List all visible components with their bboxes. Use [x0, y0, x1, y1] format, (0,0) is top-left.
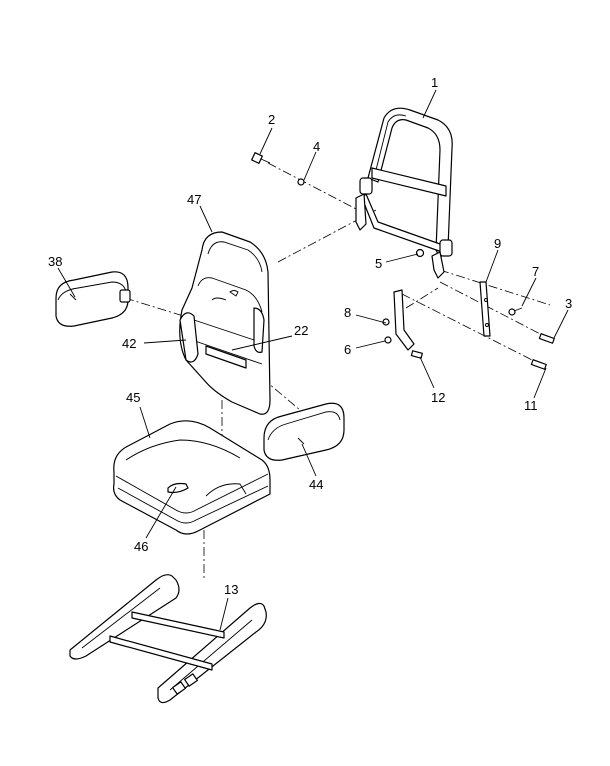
bolt-part-11 [530, 359, 547, 370]
callout-9: 9 [494, 236, 501, 251]
callout-12: 12 [431, 390, 445, 405]
nut-part-6 [384, 336, 392, 344]
bracket-part-8 [382, 289, 415, 351]
callout-labels: 1 2 4 47 38 5 9 7 3 8 42 22 6 12 11 45 4… [48, 75, 572, 597]
armrest-part-44 [263, 402, 345, 461]
callout-2: 2 [268, 112, 275, 127]
callout-5: 5 [375, 256, 382, 271]
callout-4: 4 [313, 139, 320, 154]
callout-6: 6 [344, 342, 351, 357]
bolt-part-12 [410, 350, 423, 359]
bolt-part-7 [508, 307, 523, 316]
callout-13: 13 [224, 582, 238, 597]
seat-back-part-47 [179, 231, 271, 415]
plate-part-9 [479, 281, 491, 337]
callout-7: 7 [532, 264, 539, 279]
callout-45: 45 [126, 390, 140, 405]
washer-part-5 [415, 248, 425, 258]
callout-22: 22 [294, 323, 308, 338]
washer-part-4 [297, 178, 305, 186]
seat-base-part-13 [69, 574, 267, 704]
callout-38: 38 [48, 254, 62, 269]
leader-lines [57, 89, 569, 631]
callout-46: 46 [134, 539, 148, 554]
callout-11: 11 [524, 398, 538, 413]
callout-3: 3 [565, 296, 572, 311]
callout-1: 1 [431, 75, 438, 90]
seat-cushion-part-45 [113, 420, 271, 535]
seat-frame-part-1 [355, 107, 453, 279]
callout-47: 47 [187, 192, 201, 207]
bolt-part-3 [538, 333, 555, 344]
callout-44: 44 [309, 477, 323, 492]
bolt-part-2 [251, 152, 271, 164]
callout-8: 8 [344, 305, 351, 320]
callout-42: 42 [122, 336, 136, 351]
armrest-part-38 [55, 271, 131, 327]
